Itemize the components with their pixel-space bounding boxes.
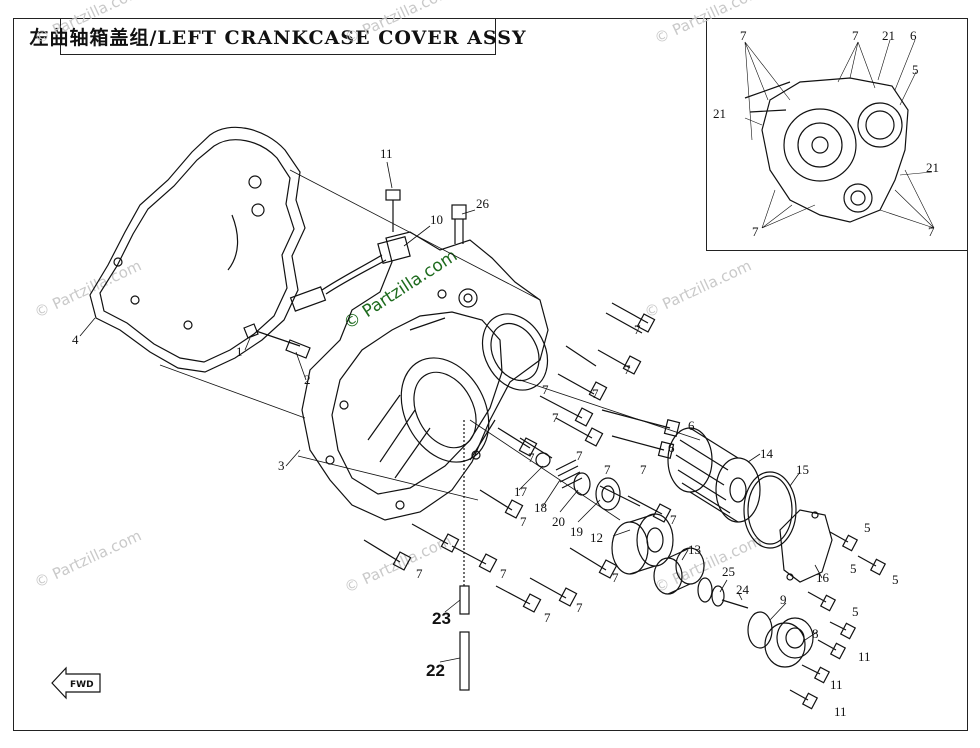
inset-callout-21: 21 (926, 160, 939, 175)
callout-20: 20 (552, 514, 565, 529)
top-bolts (385, 189, 467, 244)
bolts-right (789, 531, 887, 710)
callout-23: 23 (432, 609, 451, 628)
callout-7: 7 (500, 566, 507, 581)
inset-crankcase-view (744, 39, 935, 229)
callout-6: 6 (688, 418, 695, 433)
callout-6: 6 (668, 440, 675, 455)
sleeve-assembly (653, 547, 749, 609)
inset-callout-7: 7 (752, 224, 759, 239)
callout-3: 3 (278, 458, 285, 473)
callout-22: 22 (426, 661, 445, 680)
callout-7: 7 (612, 570, 619, 585)
callout-7: 7 (592, 386, 599, 401)
callout-7: 7 (640, 462, 647, 477)
callout-5: 5 (892, 572, 899, 587)
fwd-label: FWD (70, 680, 94, 690)
callout-7: 7 (670, 512, 677, 527)
callout-1: 1 (236, 344, 243, 359)
o-ring-large (743, 471, 797, 549)
callout-7: 7 (576, 600, 583, 615)
callout-10: 10 (430, 212, 443, 227)
diagram-title: 左曲轴箱盖组/LEFT CRANKCASE COVER ASSY (29, 27, 527, 49)
callout-18: 18 (534, 500, 547, 515)
bolt-left (243, 323, 311, 359)
bolts-7 (363, 302, 672, 613)
callout-7: 7 (624, 362, 631, 377)
callout-25: 25 (722, 564, 735, 579)
o-ring-inner (747, 475, 793, 545)
inset-callout-5: 5 (912, 62, 919, 77)
callout-5: 5 (850, 561, 857, 576)
callout-11: 11 (858, 649, 871, 664)
inset-callout-21: 21 (882, 28, 895, 43)
callout-16: 16 (816, 570, 830, 585)
callout-11: 11 (380, 146, 393, 161)
inset-callout-7: 7 (928, 224, 935, 239)
filter-cover (779, 509, 833, 583)
callout-7: 7 (552, 410, 559, 425)
callout-19: 19 (570, 524, 583, 539)
callout-4: 4 (72, 332, 79, 347)
callout-8: 8 (812, 626, 819, 641)
inset-callout-21: 21 (713, 106, 726, 121)
callout-7: 7 (604, 462, 611, 477)
cap-plug (764, 617, 814, 668)
callout-11: 11 (834, 704, 847, 719)
inset-callout-7: 7 (852, 28, 859, 43)
callout-7: 7 (528, 450, 535, 465)
sensor-cable (289, 235, 411, 312)
callout-5: 5 (864, 520, 871, 535)
callout-13: 13 (688, 542, 701, 557)
callout-24: 24 (736, 582, 750, 597)
leader-lines (79, 161, 823, 663)
inset-callout-6: 6 (910, 28, 917, 43)
callout-7: 7 (416, 566, 423, 581)
callout-2: 2 (304, 372, 311, 387)
oil-filter (667, 427, 761, 523)
inset-callout-7: 7 (740, 28, 747, 43)
callout-7: 7 (634, 322, 641, 337)
callout-15: 15 (796, 462, 809, 477)
callout-7: 7 (542, 382, 549, 397)
crankcase-cover-body (301, 231, 549, 521)
callout-7: 7 (576, 448, 583, 463)
callout-9: 9 (780, 592, 787, 607)
callout-26: 26 (476, 196, 490, 211)
callout-14: 14 (760, 446, 774, 461)
callout-17: 17 (514, 484, 528, 499)
inset-view-box (706, 18, 968, 251)
callout-11: 11 (830, 677, 843, 692)
guide-lines (159, 169, 701, 521)
callout-7: 7 (544, 610, 551, 625)
o-ring-small (747, 611, 773, 649)
title-box: 左曲轴箱盖组/LEFT CRANKCASE COVER ASSY (29, 18, 526, 55)
bearing (611, 513, 674, 575)
callout-7: 7 (520, 514, 527, 529)
callout-12: 12 (590, 530, 603, 545)
fwd-arrow (51, 666, 101, 700)
gasket-outline (89, 126, 306, 373)
callout-5: 5 (852, 604, 859, 619)
